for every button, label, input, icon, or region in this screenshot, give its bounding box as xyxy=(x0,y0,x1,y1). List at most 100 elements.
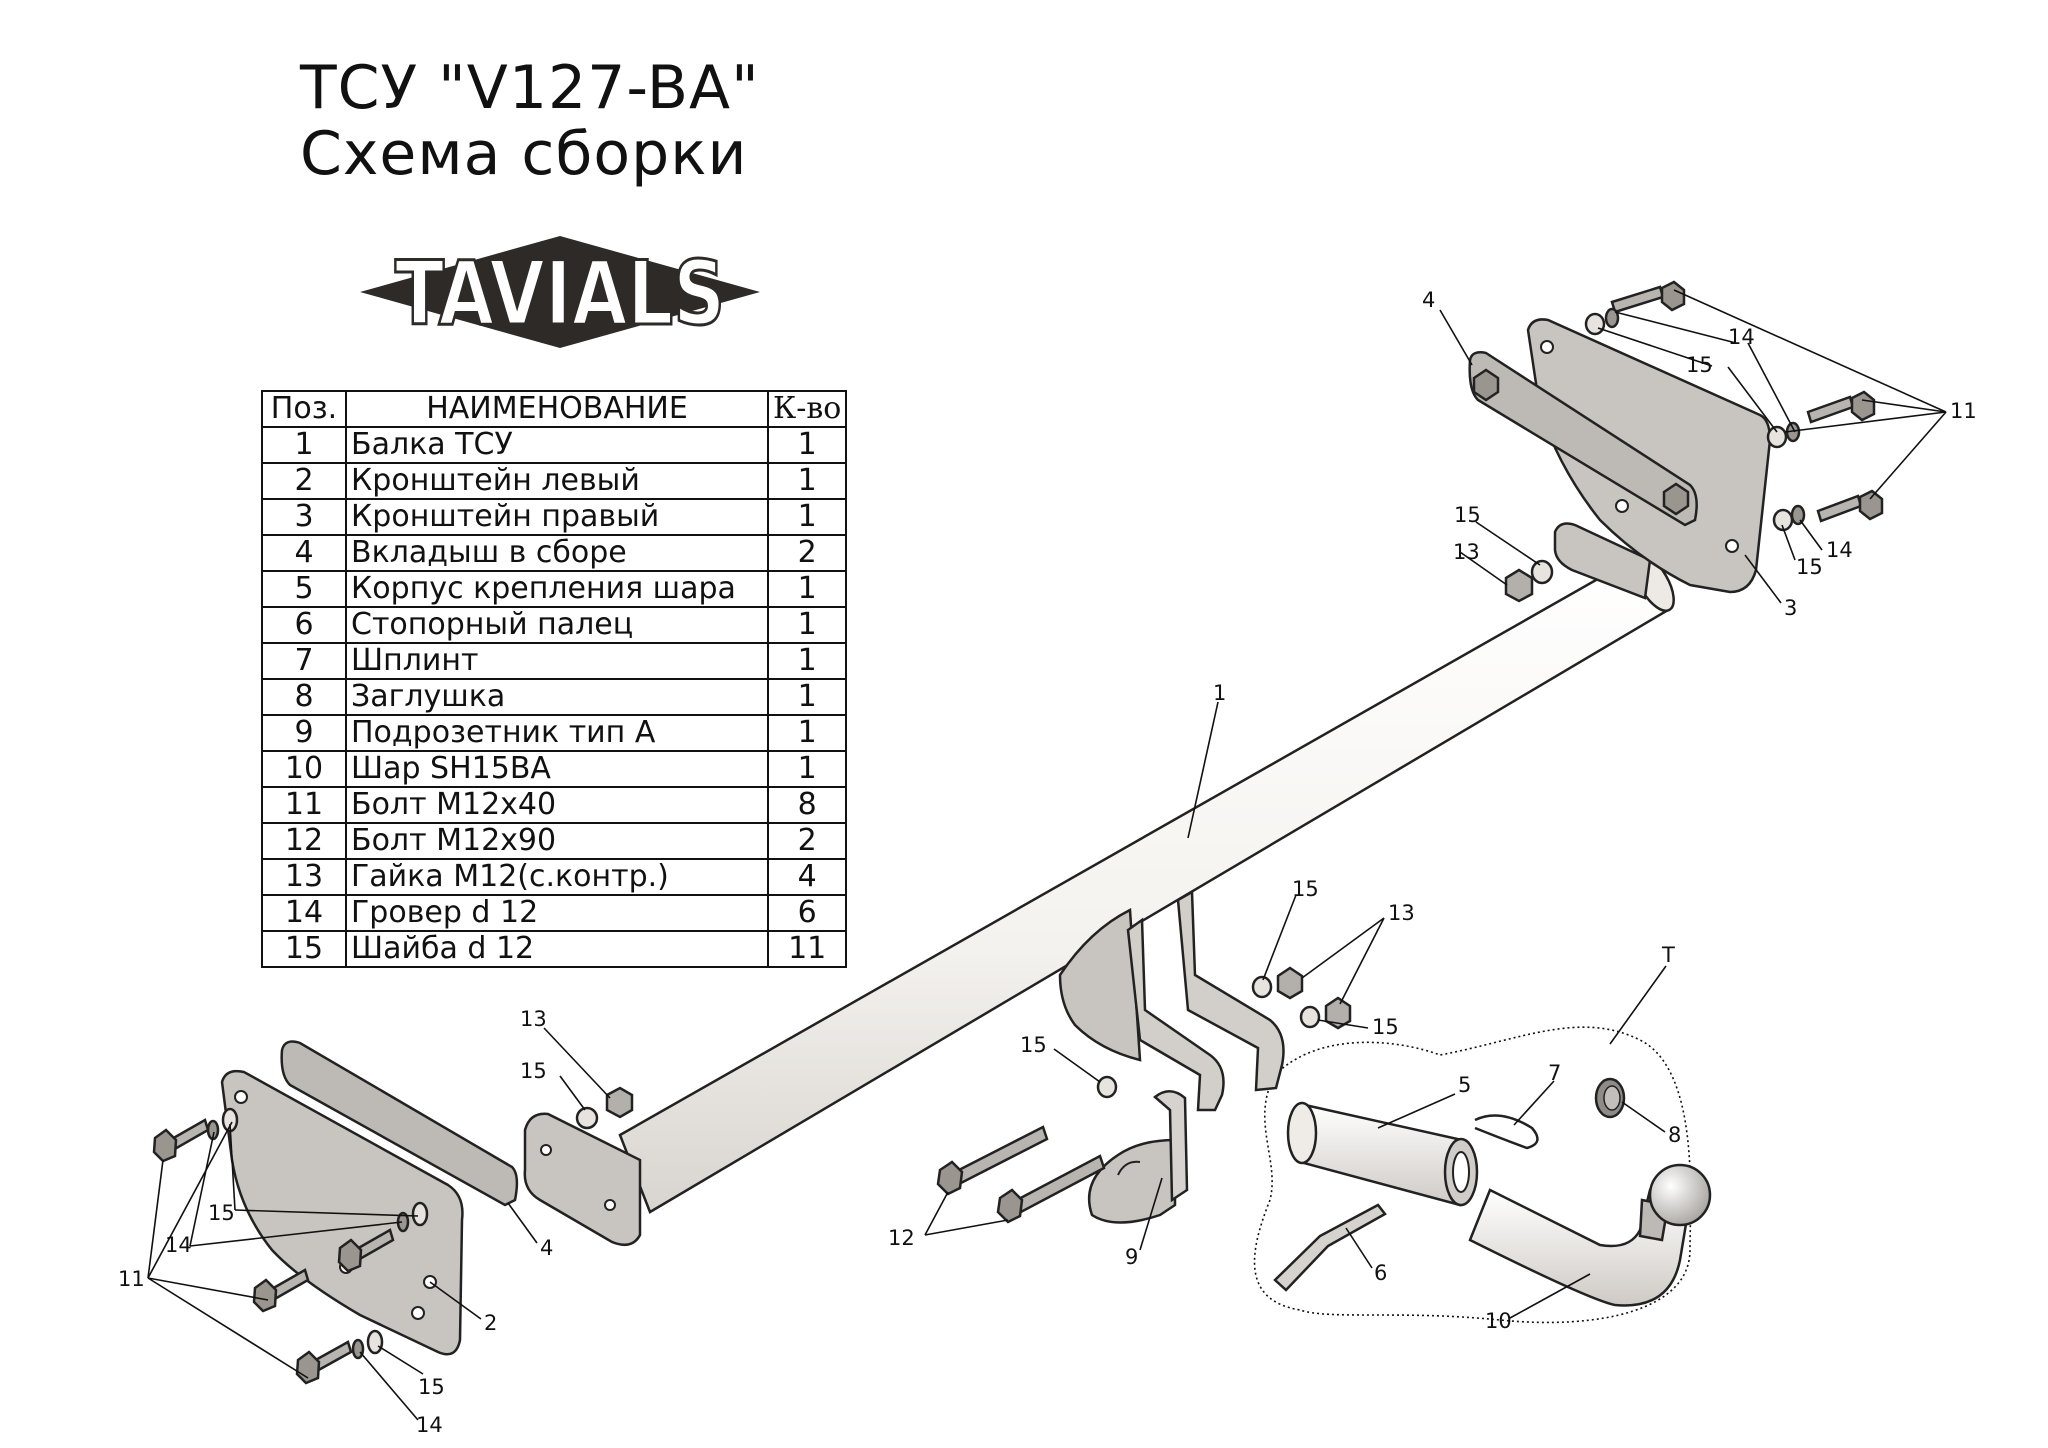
right-bracket xyxy=(1526,318,1772,594)
cell-name: Болт М12х40 xyxy=(345,786,769,824)
logo-diamond xyxy=(360,236,760,348)
table-header-row: Поз. НАИМЕНОВАНИЕ К-во xyxy=(261,390,848,428)
cell-pos: 14 xyxy=(261,894,347,932)
cell-name: Корпус крепления шара xyxy=(345,570,769,608)
cell-pos: 3 xyxy=(261,498,347,536)
plug-cap xyxy=(1594,1077,1626,1119)
socket-bracket-arm xyxy=(1176,889,1285,1092)
cell-pos: 15 xyxy=(261,930,347,968)
bracket-hole xyxy=(234,1090,248,1104)
tow-ball xyxy=(1468,1163,1712,1307)
cell-pos: 6 xyxy=(261,606,347,644)
callout-14-bottom: 14 xyxy=(416,1413,443,1437)
cell-qty: 1 xyxy=(766,750,848,788)
cell-pos: 8 xyxy=(261,678,347,716)
cell-qty: 1 xyxy=(766,570,848,608)
callout-7: 7 xyxy=(1548,1061,1561,1085)
cell-qty: 1 xyxy=(766,426,848,464)
bracket-hole xyxy=(411,1306,425,1320)
cell-pos: 1 xyxy=(261,426,347,464)
socket-bracket-beam xyxy=(1058,908,1142,1062)
callout-4: 4 xyxy=(1422,288,1435,312)
cell-name: Шайба d 12 xyxy=(345,930,769,968)
fastener-cluster xyxy=(152,280,1884,1385)
cell-qty: 1 xyxy=(766,714,848,752)
callout-14-top: 14 xyxy=(1728,325,1755,349)
callout-15-center-top: 15 xyxy=(1292,877,1319,901)
right-beam-plate xyxy=(1553,522,1652,600)
callout-8: 8 xyxy=(1668,1123,1681,1147)
drawing-title: ТСУ "V127-BA" xyxy=(300,53,760,123)
cell-name: Стопорный палец xyxy=(345,606,769,644)
beam-body xyxy=(618,553,1670,1214)
stop-pin xyxy=(1273,1203,1387,1292)
ball-housing xyxy=(1286,1101,1479,1207)
header-qty: К-во xyxy=(766,390,848,428)
leader-lines xyxy=(147,289,1947,1421)
cell-name: Гровер d 12 xyxy=(345,894,769,932)
cell-pos: 5 xyxy=(261,570,347,608)
cell-qty: 1 xyxy=(766,606,848,644)
cell-pos: 13 xyxy=(261,858,347,896)
logo-text: TAVIALS xyxy=(395,242,725,345)
cell-name: Болт М12х90 xyxy=(345,822,769,860)
cell-qty: 2 xyxy=(766,822,848,860)
socket-plate xyxy=(1087,1138,1177,1224)
socket-slot xyxy=(1117,1160,1141,1176)
callout-11-right: 11 xyxy=(1950,399,1977,423)
cell-pos: 9 xyxy=(261,714,347,752)
socket-plate-top xyxy=(1153,1090,1189,1203)
header-name: НАИМЕНОВАНИЕ xyxy=(345,390,769,428)
callout-15-left: 15 xyxy=(208,1201,235,1225)
title-block: ТСУ "V127-BA" Схема сборки xyxy=(300,55,760,187)
plate-hole xyxy=(604,1199,616,1211)
tow-beam xyxy=(618,553,1675,1214)
cell-pos: 2 xyxy=(261,462,347,500)
cell-name: Заглушка xyxy=(345,678,769,716)
cell-name: Шар SH15BA xyxy=(345,750,769,788)
callout-15-right: 15 xyxy=(1796,555,1823,579)
long-bolt xyxy=(936,1125,1049,1196)
left-bracket xyxy=(220,1069,464,1356)
cell-name: Вкладыш в сборе xyxy=(345,534,769,572)
callout-14-right: 14 xyxy=(1826,538,1853,562)
bracket-hole xyxy=(1725,539,1739,553)
callout-t: T xyxy=(1661,943,1675,967)
cell-qty: 1 xyxy=(766,498,848,536)
callout-15-top: 15 xyxy=(1686,353,1713,377)
cell-pos: 10 xyxy=(261,750,347,788)
callout-9: 9 xyxy=(1125,1245,1138,1269)
cell-qty: 8 xyxy=(766,786,848,824)
callout-10: 10 xyxy=(1485,1309,1512,1333)
callout-5: 5 xyxy=(1458,1073,1471,1097)
callout-1: 1 xyxy=(1213,681,1226,705)
cell-qty: 11 xyxy=(766,930,848,968)
socket-bracket-arm xyxy=(1126,917,1225,1112)
callout-4b: 4 xyxy=(540,1236,553,1260)
cell-name: Балка ТСУ xyxy=(345,426,769,464)
cell-name: Подрозетник тип А xyxy=(345,714,769,752)
cell-qty: 4 xyxy=(766,858,848,896)
callout-labels: 1 2 3 4 4 5 6 7 8 9 10 11 11 12 13 13 13… xyxy=(118,288,1977,1437)
cell-qty: 1 xyxy=(766,642,848,680)
callout-15-mid-right: 15 xyxy=(1454,503,1481,527)
right-insert xyxy=(1468,351,1698,527)
bracket-hole xyxy=(1540,340,1554,354)
cell-qty: 1 xyxy=(766,678,848,716)
cell-pos: 7 xyxy=(261,642,347,680)
callout-11-left: 11 xyxy=(118,1267,145,1291)
callout-13-center: 13 xyxy=(1388,901,1415,925)
cell-name: Шплинт xyxy=(345,642,769,680)
callout-15-bottom: 15 xyxy=(418,1375,445,1399)
